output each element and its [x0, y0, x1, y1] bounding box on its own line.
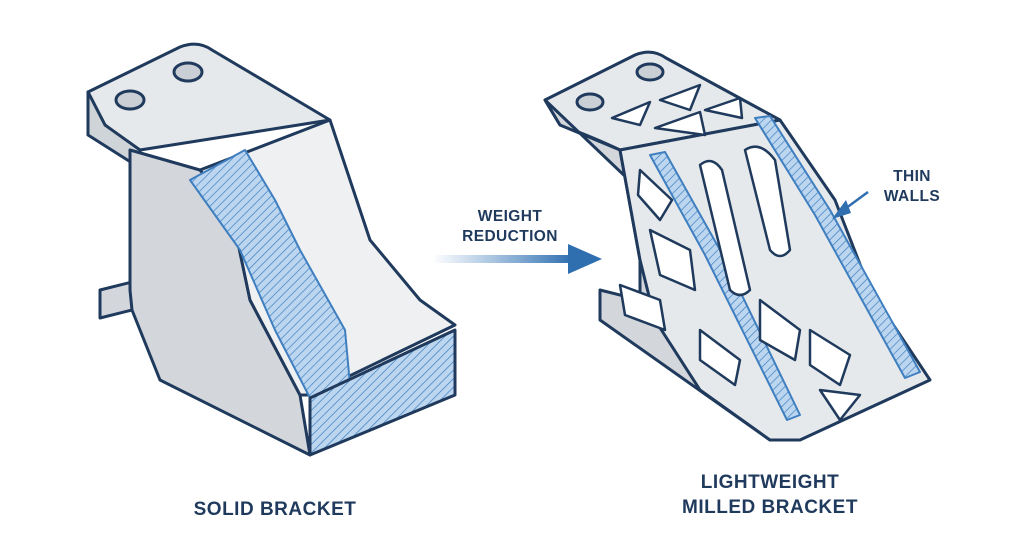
weight-reduction-line1: WEIGHT	[477, 208, 543, 225]
thin-walls-line2: WALLS	[883, 188, 941, 205]
light-hole-right	[635, 62, 665, 82]
lattice-pockets	[610, 83, 862, 422]
arrow-shaft	[432, 255, 572, 263]
thin-wall-right	[754, 115, 921, 379]
arrow-head	[568, 244, 602, 274]
weight-reduction-arrow	[432, 244, 602, 274]
thin-walls-label: THIN WALLS	[872, 167, 952, 207]
lightweight-caption-line1: LIGHTWEIGHT	[700, 472, 840, 493]
lightweight-caption-line2: MILLED BRACKET	[682, 497, 858, 518]
solid-bracket	[86, 42, 457, 457]
solid-base-tab	[98, 280, 134, 320]
weight-reduction-label: WEIGHT REDUCTION	[440, 207, 580, 247]
solid-hole-right	[172, 61, 204, 83]
solid-bracket-caption: SOLID BRACKET	[193, 499, 357, 520]
thin-walls-pointer	[832, 190, 869, 219]
thin-wall-left	[649, 151, 801, 421]
solid-base-cut	[308, 328, 457, 457]
weight-reduction-line2: REDUCTION	[462, 228, 558, 245]
solid-hole-left	[114, 89, 146, 111]
thin-walls-line1: THIN	[893, 168, 931, 185]
solid-cut-section	[189, 149, 351, 399]
lightweight-bracket	[543, 50, 932, 442]
light-hole-left	[575, 92, 605, 112]
lightweight-bracket-caption: LIGHTWEIGHT MILLED BRACKET	[640, 470, 900, 520]
